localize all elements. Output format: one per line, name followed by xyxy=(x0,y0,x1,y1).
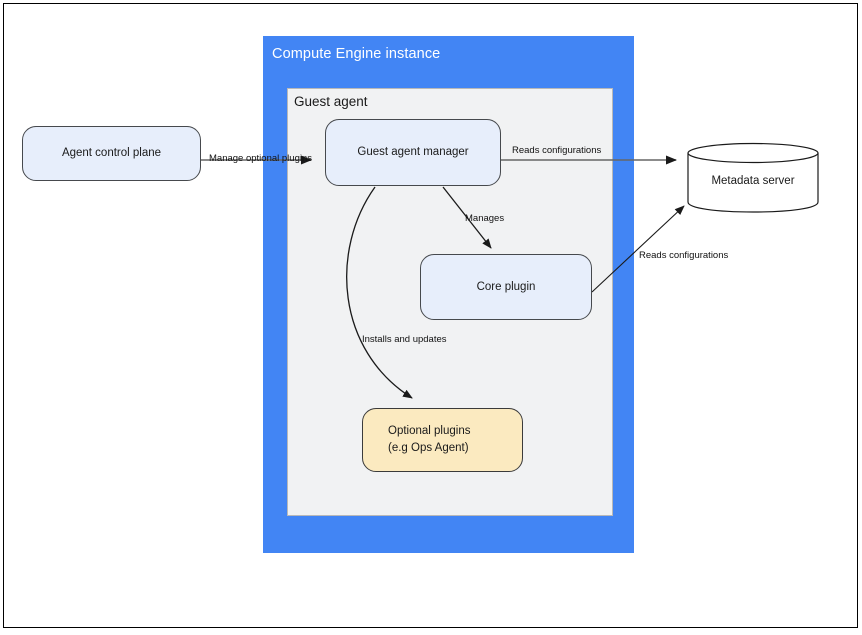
node-optional-plugins-line2: (e.g Ops Agent) xyxy=(388,442,469,454)
node-guest-agent-manager-label: Guest agent manager xyxy=(357,146,469,159)
node-guest-agent-manager[interactable]: Guest agent manager xyxy=(325,119,501,186)
node-optional-plugins[interactable]: Optional plugins (e.g Ops Agent) xyxy=(362,408,523,472)
node-agent-control-plane[interactable]: Agent control plane xyxy=(22,126,201,181)
edge-label-installs-and-updates: Installs and updates xyxy=(362,334,447,345)
node-metadata-server-label: Metadata server xyxy=(711,174,795,187)
node-core-plugin[interactable]: Core plugin xyxy=(420,254,592,320)
node-metadata-server[interactable]: Metadata server xyxy=(687,142,819,213)
cylinder-icon xyxy=(687,142,819,213)
node-agent-control-plane-label: Agent control plane xyxy=(61,147,162,160)
edge-label-manage-optional-plugins: Manage optional plugins xyxy=(209,153,312,164)
edge-label-reads-configurations-core: Reads configurations xyxy=(639,250,729,261)
guest-agent-label: Guest agent xyxy=(294,94,368,109)
node-optional-plugins-line1: Optional plugins xyxy=(388,425,471,438)
node-optional-plugins-label: Optional plugins (e.g Ops Agent) xyxy=(363,423,470,456)
compute-engine-instance-label: Compute Engine instance xyxy=(272,46,441,62)
edge-label-reads-configurations-manager: Reads configurations xyxy=(512,145,602,156)
node-core-plugin-label: Core plugin xyxy=(476,280,536,293)
edge-label-manages: Manages xyxy=(465,213,505,224)
